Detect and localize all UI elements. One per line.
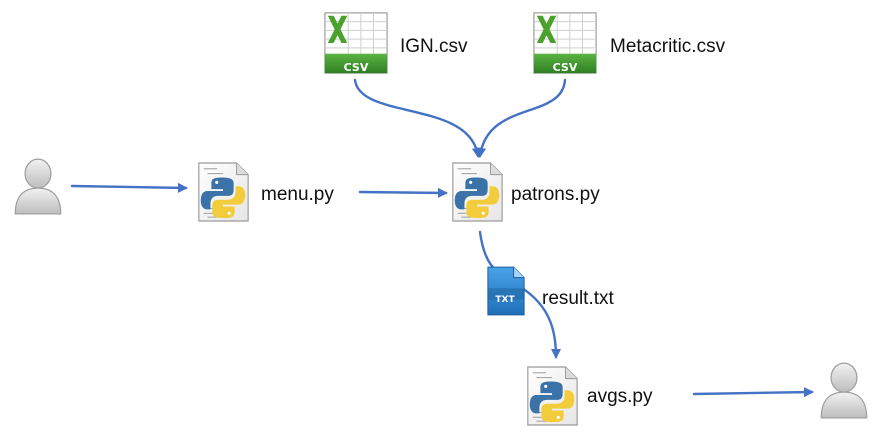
arrow-metacritic-to-patrons xyxy=(476,78,567,158)
user-icon xyxy=(820,362,868,419)
avgs-node[interactable]: avgs.py xyxy=(527,366,653,426)
arrow-user-to-menu xyxy=(70,182,189,193)
result-node[interactable]: TXT result.txt xyxy=(487,266,615,316)
menu-label: menu.py xyxy=(261,184,334,205)
user-icon xyxy=(14,158,62,215)
python-file-icon xyxy=(452,162,503,222)
ign-label: IGN.csv xyxy=(400,36,468,57)
txt-badge-text: TXT xyxy=(495,295,515,305)
python-file-icon xyxy=(527,366,578,426)
arrow-ign-to-patrons xyxy=(353,78,482,158)
metacritic-node[interactable]: CSV Metacritic.csv xyxy=(533,12,726,74)
user-start-node xyxy=(14,158,62,215)
csv-badge-text: CSV xyxy=(553,61,578,74)
metacritic-label: Metacritic.csv xyxy=(610,36,726,57)
arrow-menu-to-patrons xyxy=(358,187,449,198)
ign-node[interactable]: CSV IGN.csv xyxy=(324,12,468,74)
python-file-icon xyxy=(198,162,249,222)
patrons-node[interactable]: patrons.py xyxy=(452,162,600,222)
user-end-node xyxy=(820,362,868,419)
result-label: result.txt xyxy=(542,288,615,309)
arrow-avgs-to-user xyxy=(692,387,815,398)
menu-node[interactable]: menu.py xyxy=(198,162,335,222)
txt-file-icon xyxy=(487,266,525,316)
patrons-label: patrons.py xyxy=(511,184,600,205)
csv-badge-text: CSV xyxy=(344,61,369,74)
avgs-label: avgs.py xyxy=(587,386,653,407)
